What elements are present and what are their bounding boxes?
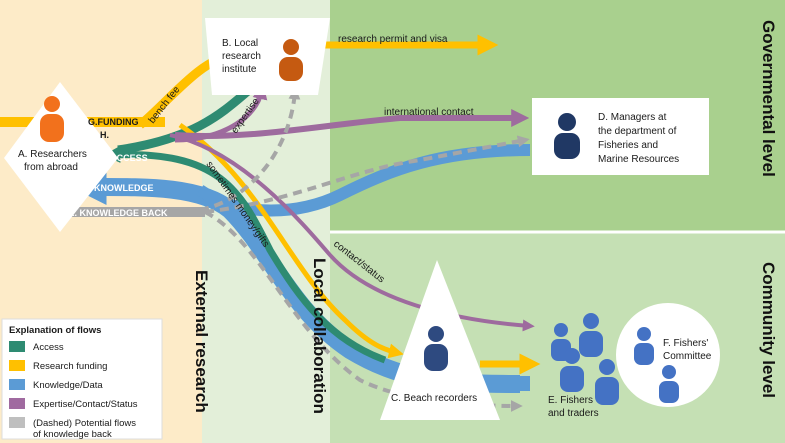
person-icon-d <box>554 113 580 159</box>
legend-swatch-expertise <box>9 398 25 409</box>
flow-money-gifts <box>178 122 404 359</box>
person-icon-b <box>279 39 303 81</box>
actor-b-line3: institute <box>222 64 257 75</box>
legend-label-access: Access <box>33 342 64 353</box>
node-a-diamond <box>4 82 118 232</box>
actor-e-line1: E. Fishers <box>548 395 593 406</box>
label-knowledge-back: K. KNOWLEDGE BACK <box>68 208 168 218</box>
knowledge-stub <box>500 376 530 391</box>
zone-label-local: Local collaboration <box>310 258 329 414</box>
actor-f-line1: F. Fishers' <box>663 338 708 349</box>
label-international: international contact <box>384 107 474 118</box>
person-icon-a <box>40 96 64 142</box>
legend-label-expertise: Expertise/Contact/Status <box>33 399 138 410</box>
actor-d-line4: Marine Resources <box>598 154 679 165</box>
label-access: I. ACCESS <box>103 153 148 163</box>
legend-label-funding: Research funding <box>33 361 107 372</box>
legend-swatch-knowledge-back <box>9 417 25 428</box>
zone-label-community: Community level <box>759 262 778 398</box>
label-h: H. <box>100 130 109 140</box>
flow-back-to-managers <box>204 135 530 214</box>
actor-d-line3: Fisheries and <box>598 140 658 151</box>
zone-label-external: External research <box>192 270 211 413</box>
legend-swatch-access <box>9 341 25 352</box>
fishers-group-icons <box>551 313 619 405</box>
legend-label-knowledge-back-2: of knowledge back <box>33 429 112 440</box>
legend-swatch-funding <box>9 360 25 371</box>
legend-title: Explanation of flows <box>9 325 101 336</box>
legend-label-knowledge: Knowledge/Data <box>33 380 103 391</box>
actor-f-line2: Committee <box>663 351 712 362</box>
flow-back-to-institute <box>199 87 301 212</box>
actor-b-line1: B. Local <box>222 38 258 49</box>
legend-swatch-knowledge <box>9 379 25 390</box>
label-permit: research permit and visa <box>338 34 448 45</box>
legend: Explanation of flows Access Research fun… <box>1 318 163 440</box>
zone-label-government: Governmental level <box>759 20 778 177</box>
flow-access <box>103 146 387 364</box>
label-knowledge: J. KNOWLEDGE <box>84 183 154 193</box>
actor-d-line1: D. Managers at <box>598 112 667 123</box>
actor-a-line2: from abroad <box>24 162 78 173</box>
committee-icons <box>634 327 679 403</box>
actor-b-line2: research <box>222 51 261 62</box>
person-icon-c <box>424 326 448 371</box>
label-funding: G.FUNDING <box>88 117 139 127</box>
actor-c-label: C. Beach recorders <box>391 393 477 404</box>
actor-a-line1: A. Researchers <box>18 149 87 160</box>
actor-e-line2: and traders <box>548 408 599 419</box>
actor-d-line2: the department of <box>598 126 677 137</box>
legend-label-knowledge-back-1: (Dashed) Potential flows <box>33 418 136 429</box>
